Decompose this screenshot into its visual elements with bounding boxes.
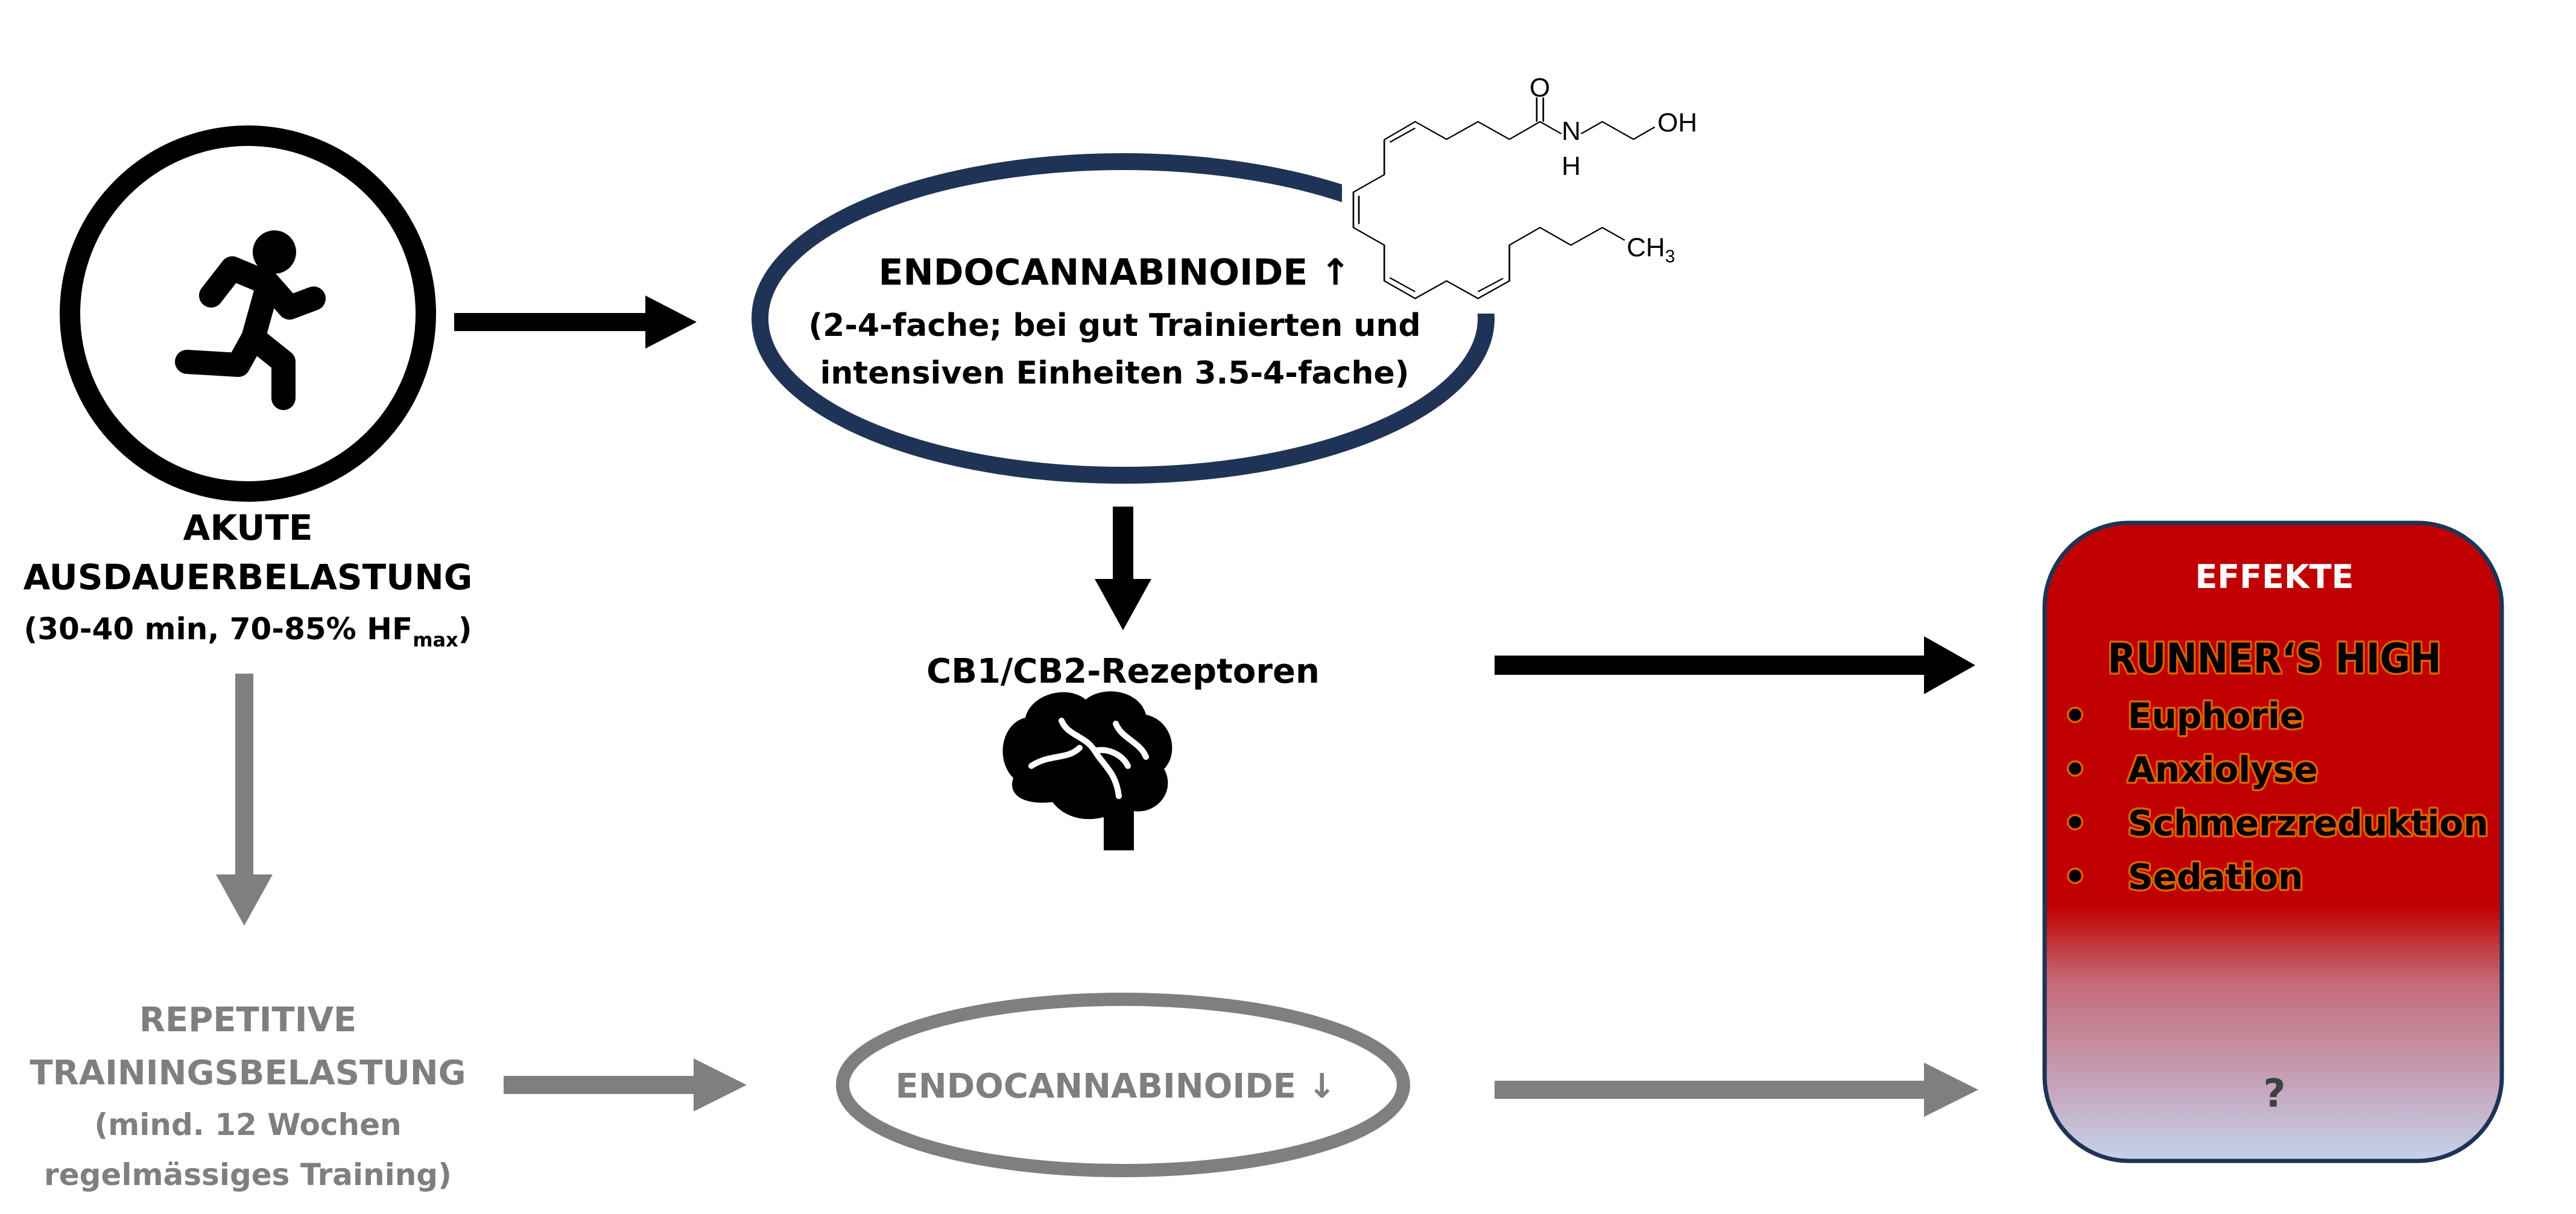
effects-title: EFFEKTE bbox=[2195, 558, 2353, 596]
effect-item-euphorie: Euphorie bbox=[2128, 695, 2303, 736]
arrow-to-endocannabinoid-down bbox=[504, 1058, 747, 1111]
acute-line2: AUSDAUERBELASTUNG bbox=[24, 557, 473, 598]
unknown-effects: ? bbox=[2263, 1072, 2285, 1116]
receptors-label: CB1/CB2-Rezeptoren bbox=[926, 652, 1320, 691]
atom-n: N bbox=[1562, 116, 1581, 146]
endocannabinoid-up-detail-1: (2-4-fache; bei gut Trainierten und bbox=[808, 308, 1420, 344]
atom-o: O bbox=[1530, 73, 1550, 103]
endocannabinoid-up-ellipse bbox=[752, 153, 1495, 484]
endocannabinoid-down-ellipse bbox=[836, 993, 1410, 1177]
bullet: • bbox=[2064, 856, 2086, 897]
effect-item-schmerzreduktion: Schmerzreduktion bbox=[2128, 803, 2489, 844]
endocannabinoid-up-title: ENDOCANNABINOIDE ↑ bbox=[879, 251, 1351, 294]
arrow-to-endocannabinoids bbox=[454, 296, 697, 349]
running-person-icon bbox=[60, 125, 436, 502]
group-ch3: CH3 bbox=[1627, 233, 1675, 267]
arrow-to-effects bbox=[1495, 636, 1975, 694]
arrow-to-receptors bbox=[1095, 507, 1151, 630]
brain-icon bbox=[1002, 691, 1172, 850]
acute-line3: (30-40 min, 70-85% HFmax) bbox=[24, 612, 472, 651]
effect-item-anxiolyse: Anxiolyse bbox=[2128, 749, 2318, 790]
atom-h: H bbox=[1562, 151, 1581, 181]
repetitive-line3: (mind. 12 Wochen bbox=[94, 1107, 401, 1142]
endocannabinoid-up-detail-2: intensiven Einheiten 3.5-4-fache) bbox=[820, 355, 1410, 391]
repetitive-line4: regelmässiges Training) bbox=[44, 1157, 452, 1192]
effects-box: EFFEKTE RUNNER‘S HIGH • Euphorie • Anxio… bbox=[2042, 520, 2504, 1163]
bullet: • bbox=[2064, 803, 2086, 844]
repetitive-line2: TRAININGSBELASTUNG bbox=[30, 1054, 466, 1093]
runners-high-title: RUNNER‘S HIGH bbox=[2108, 635, 2442, 683]
arrow-to-repetitive bbox=[216, 674, 273, 926]
anandamide-structure: O N H OH CH3 bbox=[1342, 72, 1697, 314]
effect-item-sedation: Sedation bbox=[2128, 856, 2303, 897]
arrow-to-effects-unknown bbox=[1495, 1063, 1978, 1117]
endocannabinoid-down-title: ENDOCANNABINOIDE ↓ bbox=[896, 1067, 1337, 1106]
repetitive-line1: REPETITIVE bbox=[139, 1001, 356, 1040]
bullet: • bbox=[2064, 695, 2086, 736]
acute-line1: AKUTE bbox=[183, 507, 312, 548]
bullet: • bbox=[2064, 749, 2086, 790]
group-oh: OH bbox=[1657, 108, 1697, 138]
